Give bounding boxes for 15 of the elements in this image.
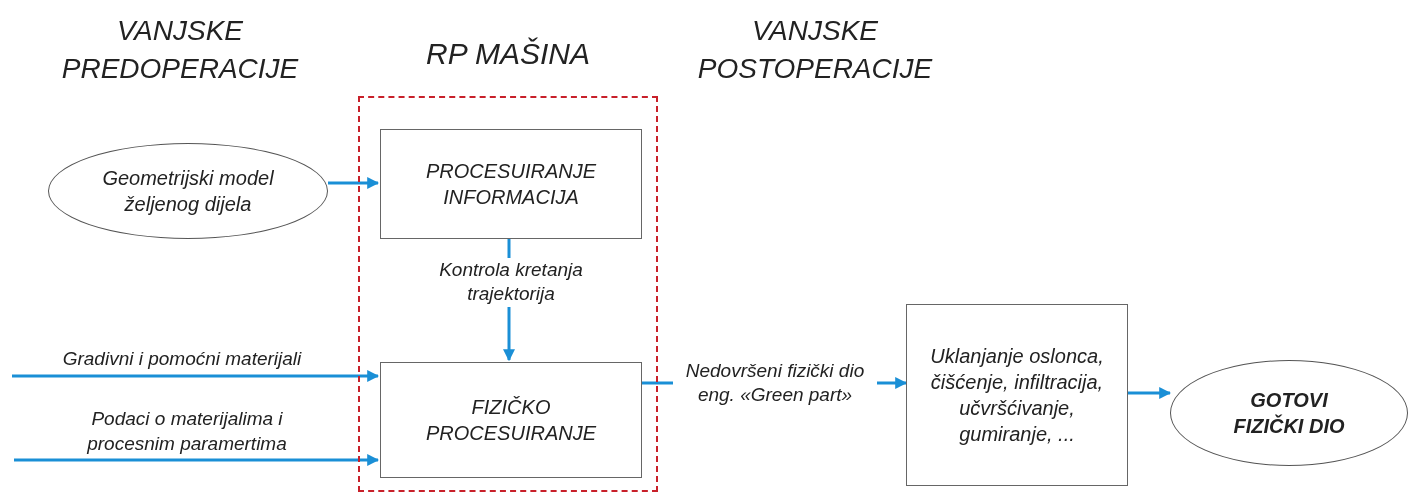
process-box — [380, 129, 642, 239]
arrow — [14, 454, 380, 466]
process-box — [380, 362, 642, 478]
node-text: Geometrijski model željenog dijela — [101, 166, 275, 217]
section-heading: VANJSKE PREDOPERACIJE — [60, 14, 300, 86]
node-text: PROCESUIRANJE INFORMACIJA — [425, 159, 598, 210]
arrow — [12, 370, 380, 382]
node-text: Uklanjanje oslonca, čišćenje, infiltracija, učvršćivanje, gumiranje, ... — [929, 344, 1105, 447]
group-heading: RP MAŠINA — [425, 36, 591, 72]
node-text: GOTOVI FIZIČKI DIO — [1232, 388, 1346, 439]
postprocess-box — [906, 304, 1128, 486]
section-heading: VANJSKE POSTOPERACIJE — [696, 14, 934, 86]
arrow — [1128, 387, 1172, 399]
arrow — [328, 177, 380, 189]
node-text: FIZIČKO PROCESUIRANJE — [425, 395, 598, 446]
